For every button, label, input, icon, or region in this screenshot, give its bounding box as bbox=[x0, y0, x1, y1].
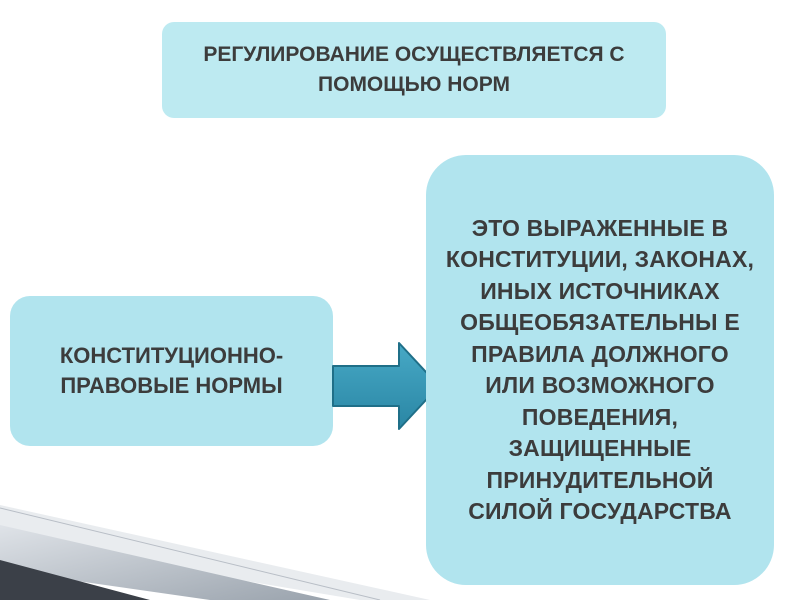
regulation-text: РЕГУЛИРОВАНИЕ ОСУЩЕСТВЛЯЕТСЯ С ПОМОЩЬЮ Н… bbox=[203, 43, 625, 96]
definition-text: ЭТО ВЫРАЖЕННЫЕ В КОНСТИТУЦИИ, ЗАКОНАХ, И… bbox=[445, 214, 755, 525]
corner-stripe-mid bbox=[0, 525, 330, 600]
corner-stripe-light bbox=[0, 505, 430, 600]
corner-stripe-dark bbox=[0, 560, 150, 600]
right-arrow-icon bbox=[332, 342, 440, 430]
constitutional-norms-box: КОНСТИТУЦИОННО-ПРАВОВЫЕ НОРМЫ bbox=[10, 296, 333, 446]
regulation-box: РЕГУЛИРОВАНИЕ ОСУЩЕСТВЛЯЕТСЯ С ПОМОЩЬЮ Н… bbox=[162, 22, 666, 118]
constitutional-norms-text: КОНСТИТУЦИОННО-ПРАВОВЫЕ НОРМЫ bbox=[59, 343, 284, 398]
definition-box: ЭТО ВЫРАЖЕННЫЕ В КОНСТИТУЦИИ, ЗАКОНАХ, И… bbox=[426, 155, 774, 585]
corner-line bbox=[0, 507, 381, 600]
